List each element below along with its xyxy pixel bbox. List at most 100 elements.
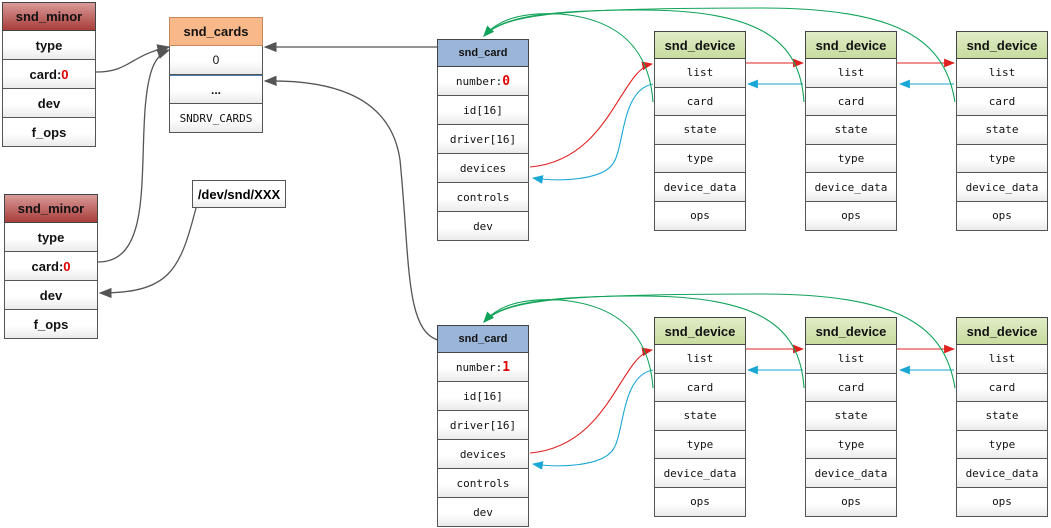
snd-device-field-device-data: device_data	[956, 173, 1048, 202]
snd-cards-array: snd_cards 0 ... SNDRV_CARDS	[169, 17, 263, 133]
snd-minor-top-card: card:0	[2, 60, 96, 89]
snd-device-field-state: state	[654, 116, 746, 145]
snd-minor-top-fops: f_ops	[2, 118, 96, 147]
snd-minor-top-title: snd_minor	[2, 2, 96, 31]
card1-device3-card-backref	[483, 293, 956, 389]
snd-card-1-number-label: number:	[455, 360, 503, 374]
dev-snd-path: /dev/snd/XXX	[192, 180, 286, 208]
snd-card-0-title: snd_card	[437, 39, 529, 67]
snd-device-field-ops: ops	[654, 201, 746, 231]
snd-device-field-device-data: device_data	[956, 459, 1048, 488]
snd-device-field-type: type	[654, 144, 746, 174]
snd-device-field-list: list	[805, 59, 897, 88]
snd-device-field-ops: ops	[654, 487, 746, 517]
snd-device-field-card: card	[654, 373, 746, 403]
snd-device-field-ops: ops	[805, 201, 897, 231]
snd-card-0-devices: devices	[437, 154, 529, 183]
snd-device-field-device-data: device_data	[805, 173, 897, 202]
snd-minor-bottom: snd_minor type card:0 dev f_ops	[4, 194, 98, 339]
snd-cards-title: snd_cards	[169, 17, 263, 46]
card0-device1-card-backref	[483, 13, 654, 103]
snd-device-field-card: card	[654, 87, 746, 117]
snd-device-field-card: card	[805, 87, 897, 117]
snd-device-field-card: card	[956, 87, 1048, 117]
snd-device-field-device-data: device_data	[654, 459, 746, 488]
snd-cards-slot-ellipsis: ...	[169, 75, 263, 104]
snd-card-0-number-label: number:	[455, 74, 503, 88]
snd-device-field-type: type	[805, 144, 897, 174]
snd-card-1-dev: dev	[437, 498, 529, 527]
snd-minor-bottom-fops: f_ops	[4, 310, 98, 339]
snd-card-0-id: id[16]	[437, 96, 529, 125]
snd-minor-bottom-card: card:0	[4, 252, 98, 281]
snd-minor-bottom-card-value: 0	[63, 258, 71, 274]
minor-top-card-to-cards-link	[95, 44, 171, 73]
snd-card-1-number-value: 1	[502, 359, 511, 375]
snd-minor-top-type: type	[2, 31, 96, 60]
snd-minor-bottom-card-label: card:	[31, 258, 64, 274]
snd-minor-top: snd_minor type card:0 dev f_ops	[2, 2, 96, 147]
snd-device-field-type: type	[956, 430, 1048, 460]
card1-list-prev-to-devices-link	[531, 369, 654, 470]
snd-card-1: snd_card number:1 id[16] driver[16] devi…	[437, 325, 529, 527]
snd-device-field-card: card	[805, 373, 897, 403]
snd-card-1-id: id[16]	[437, 382, 529, 411]
snd-device-field-device-data: device_data	[654, 173, 746, 202]
snd-device-field-state: state	[805, 402, 897, 431]
snd-minor-bottom-title: snd_minor	[4, 194, 98, 223]
snd-device-field-list: list	[956, 59, 1048, 88]
snd-device-title: snd_device	[805, 317, 897, 345]
snd-device-field-type: type	[805, 430, 897, 460]
snd-device-field-list: list	[956, 345, 1048, 374]
snd-device-title: snd_device	[654, 31, 746, 59]
snd-device-title: snd_device	[956, 317, 1048, 345]
card1-device2-card-backref	[483, 295, 805, 389]
snd-device-field-state: state	[654, 402, 746, 431]
snd-device-field-type: type	[956, 144, 1048, 174]
card1-to-cards-slot-link	[263, 75, 439, 341]
card1-devices-next-link	[529, 347, 654, 454]
snd-minor-top-card-value: 0	[61, 66, 69, 82]
snd-device-title: snd_device	[654, 317, 746, 345]
snd-card-0: snd_card number:0 id[16] driver[16] devi…	[437, 39, 529, 241]
snd-cards-slot-0: 0	[169, 46, 263, 75]
snd-device-field-state: state	[956, 116, 1048, 145]
snd-device-field-list: list	[654, 59, 746, 88]
snd-minor-top-dev: dev	[2, 89, 96, 118]
devpath-to-minor-dev-link	[98, 207, 197, 299]
snd-card-0-number-value: 0	[502, 73, 511, 89]
snd-minor-bottom-type: type	[4, 223, 98, 252]
card0-list-prev-to-devices-link	[531, 83, 654, 184]
snd-device-field-device-data: device_data	[805, 459, 897, 488]
snd-device-field-type: type	[654, 430, 746, 460]
snd-device-field-ops: ops	[805, 487, 897, 517]
card0-device3-card-backref	[483, 7, 956, 103]
card0-devices-next-link	[529, 61, 654, 168]
snd-device-field-state: state	[805, 116, 897, 145]
snd-card-1-driver: driver[16]	[437, 411, 529, 440]
snd-device-field-card: card	[956, 373, 1048, 403]
snd-card-1-number: number:1	[437, 353, 529, 382]
minor-bottom-card-to-cards-link	[97, 49, 171, 263]
snd-card-1-devices: devices	[437, 440, 529, 469]
snd-card-1-controls: controls	[437, 469, 529, 498]
snd-device-field-list: list	[805, 345, 897, 374]
snd-card-0-driver: driver[16]	[437, 125, 529, 154]
snd-device-title: snd_device	[805, 31, 897, 59]
snd-minor-bottom-dev: dev	[4, 281, 98, 310]
snd-device-field-state: state	[956, 402, 1048, 431]
snd-card-0-dev: dev	[437, 212, 529, 241]
snd-device-field-ops: ops	[956, 487, 1048, 517]
snd-cards-slot-max: SNDRV_CARDS	[169, 104, 263, 133]
snd-device-title: snd_device	[956, 31, 1048, 59]
card0-device2-card-backref	[483, 9, 805, 103]
snd-card-1-title: snd_card	[437, 325, 529, 353]
